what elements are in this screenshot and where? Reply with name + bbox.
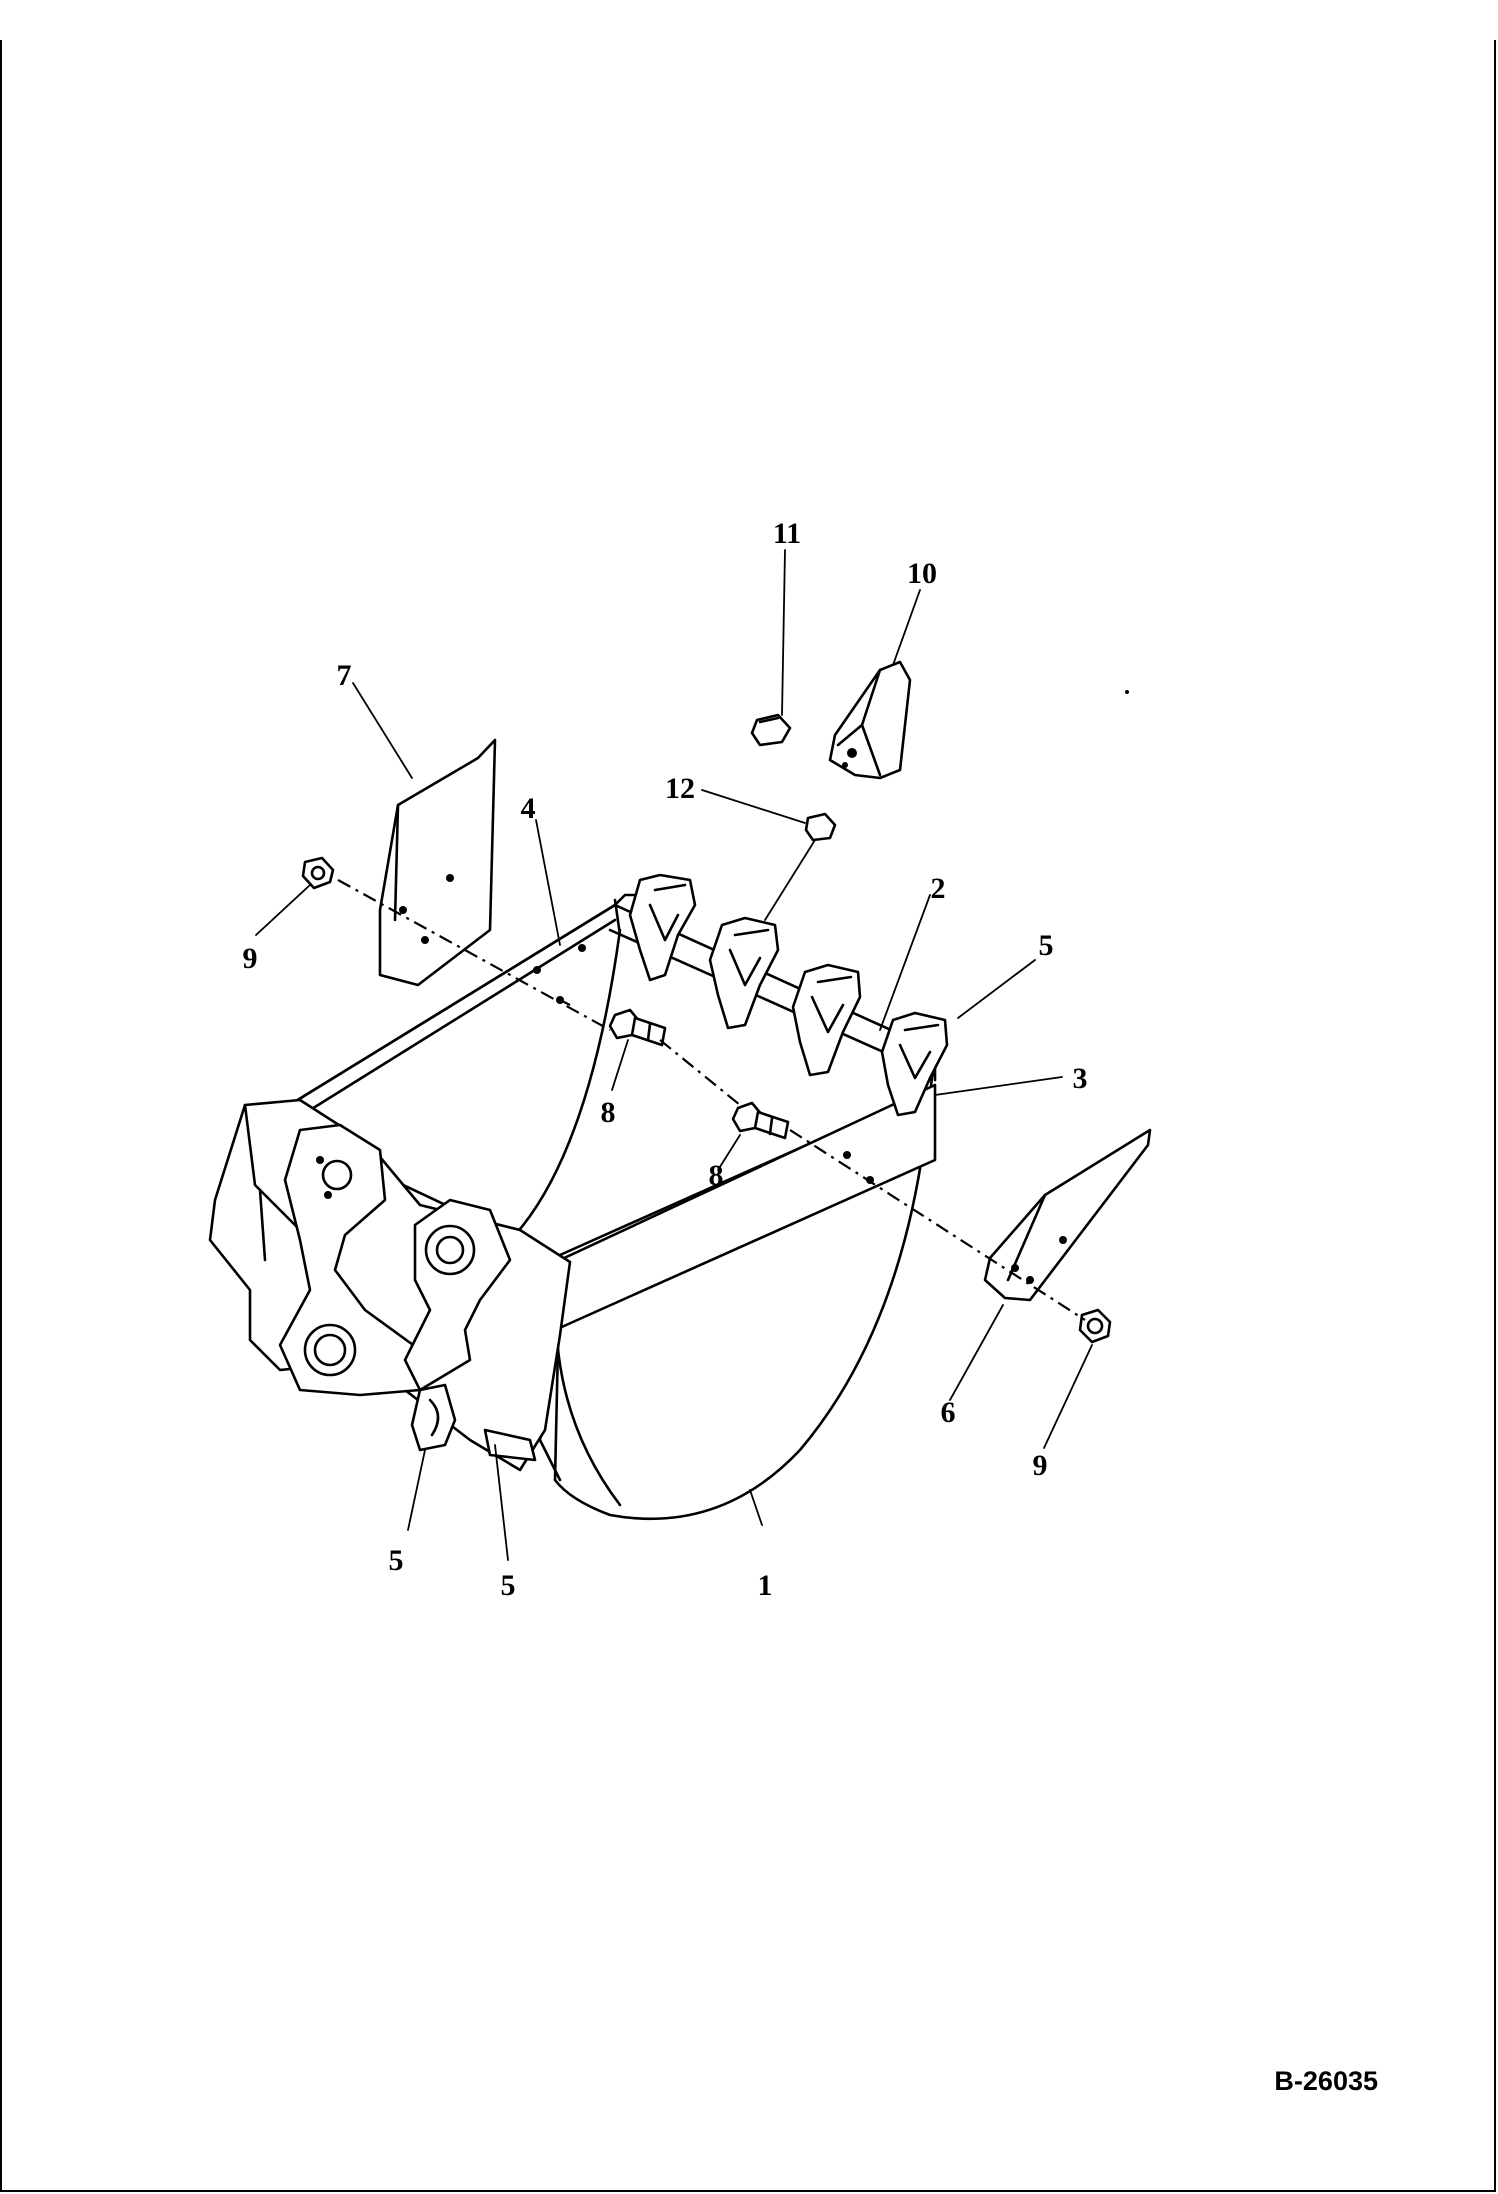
bucket-body — [208, 893, 937, 1521]
nut-right — [1078, 1308, 1112, 1344]
tooth-lock — [804, 812, 837, 842]
callout-8b: 8 — [709, 1159, 724, 1192]
nut-left — [301, 856, 335, 890]
callout-9a: 9 — [243, 942, 258, 975]
tooth-2 — [708, 916, 780, 1030]
callout-5a: 5 — [389, 1544, 404, 1577]
adapter-teeth — [628, 873, 949, 1117]
tooth-1 — [628, 873, 697, 982]
callout-8a: 8 — [601, 1096, 616, 1129]
callout-6: 6 — [941, 1396, 956, 1429]
callout-labels: 1 2 3 4 5 5 5 6 7 8 8 9 9 10 11 12 — [243, 517, 1088, 1602]
drawing-frame — [0, 40, 1496, 2192]
callout-7: 7 — [337, 659, 352, 692]
tooth-4 — [880, 1011, 949, 1117]
leader-lines — [255, 549, 1093, 1561]
side-cutter-right — [983, 1128, 1152, 1302]
drawing-code: B-26035 — [1274, 2066, 1378, 2096]
callout-3: 3 — [1073, 1062, 1088, 1095]
callout-9b: 9 — [1033, 1449, 1048, 1482]
callout-12: 12 — [665, 772, 695, 805]
tooth-point — [828, 660, 912, 780]
callout-2: 2 — [931, 872, 946, 905]
side-cutter-left — [378, 738, 497, 987]
bolt-left — [608, 1008, 667, 1047]
callout-10: 10 — [907, 557, 937, 590]
callout-4: 4 — [521, 792, 536, 825]
tooth-pin — [750, 713, 792, 747]
tooth-3 — [791, 963, 862, 1077]
callout-1: 1 — [758, 1569, 773, 1602]
callout-5b: 5 — [501, 1569, 516, 1602]
callout-5c: 5 — [1039, 929, 1054, 962]
callout-11: 11 — [773, 517, 801, 550]
bolt-right — [731, 1101, 790, 1140]
